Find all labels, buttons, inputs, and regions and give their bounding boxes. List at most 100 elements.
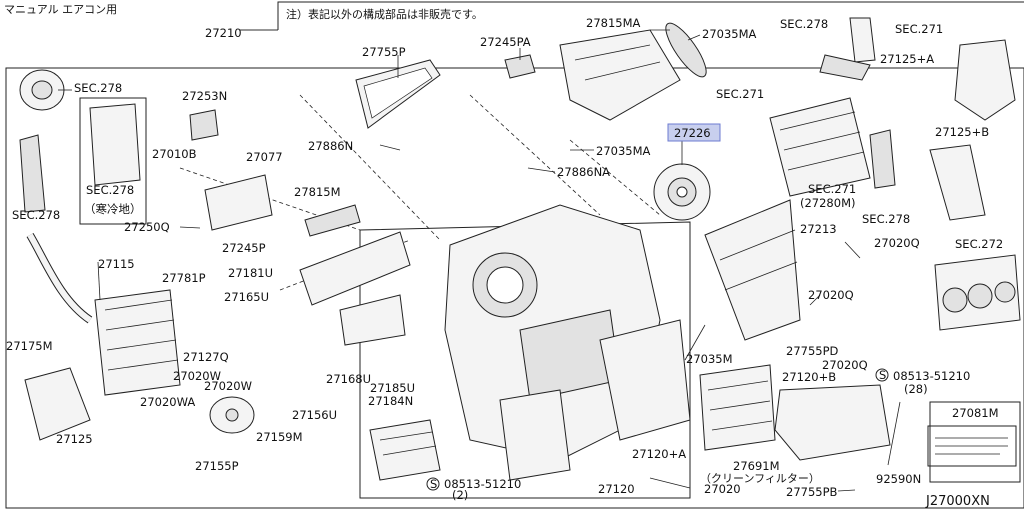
label-08513-bottom-sub: (2) — [452, 488, 468, 502]
bracket-27125 — [24, 367, 91, 441]
duct-sec278-top — [819, 17, 876, 81]
label-27125B: 27125+B — [935, 125, 989, 139]
highlight-27226 — [667, 123, 721, 142]
label-27165U: 27165U — [224, 290, 269, 304]
label-27010B: 27010B — [152, 147, 197, 161]
label-27020Q-b: 27020Q — [808, 288, 854, 302]
label-27155P: 27155P — [195, 459, 239, 473]
label-sec278-left: SEC.278 — [74, 81, 122, 95]
label-sec278-top: SEC.278 — [780, 17, 828, 31]
filter-holder-27245PA — [504, 54, 536, 79]
label-27115: 27115 — [98, 257, 135, 271]
label-27020W-b: 27020W — [204, 379, 252, 393]
label-sec278-right: SEC.278 — [862, 212, 910, 226]
label-27020: 27020 — [704, 482, 741, 496]
case-27120A — [599, 319, 691, 441]
motor-27155P — [209, 396, 255, 434]
pipe-sec278-left — [19, 134, 46, 213]
filter-sec271 — [769, 97, 871, 197]
cover-27125B — [929, 144, 986, 221]
svg-text:S: S — [430, 477, 437, 491]
case-27245P — [204, 174, 273, 231]
label-27125: 27125 — [56, 432, 93, 446]
label-27250Q: 27250Q — [124, 220, 170, 234]
duct-27815MA — [559, 29, 681, 121]
page-label: マニュアル エアコン用 — [4, 3, 117, 16]
seal-27035MA — [665, 22, 707, 78]
duct-27181U — [299, 231, 411, 306]
label-27184N: 27184N — [368, 394, 413, 408]
label-27213: 27213 — [800, 222, 837, 236]
label-27125A: 27125+A — [880, 52, 934, 66]
grommet-sec278 — [19, 69, 65, 111]
label-sec271-low-sub: (27280M) — [800, 196, 855, 210]
label-27755PB: 27755PB — [786, 485, 838, 499]
label-sec278-box-sub: （寒冷地） — [84, 202, 142, 216]
heater-unit-27120 — [444, 204, 661, 481]
label-27815M: 27815M — [294, 185, 341, 199]
label-27781P: 27781P — [162, 271, 206, 285]
label-27035MA-mid: 27035MA — [596, 144, 651, 158]
evaporator-cover-27213 — [704, 199, 801, 341]
top-frame — [277, 1, 1024, 30]
blower-motor-27226 — [653, 163, 711, 221]
label-27020Q-c: 27020Q — [822, 358, 868, 372]
label-27181U: 27181U — [228, 266, 273, 280]
actuator-27253N — [189, 109, 219, 141]
label-sec278-leftlow: SEC.278 — [12, 208, 60, 222]
label-08513-bottom: 08513-51210 — [444, 477, 521, 491]
label-box — [929, 401, 1021, 483]
label-27156U: 27156U — [292, 408, 337, 422]
label-27020WA: 27020WA — [140, 395, 195, 409]
label-08513-right: 08513-51210 — [893, 369, 970, 383]
label-92590N: 92590N — [876, 472, 921, 486]
sec278-coldclimate-box — [79, 97, 147, 225]
label-27886N: 27886N — [308, 139, 353, 153]
insulator-sec278-box — [89, 103, 141, 186]
label-27245PA: 27245PA — [480, 35, 531, 49]
bracket-sec278-right — [869, 129, 896, 189]
label-27185U: 27185U — [370, 381, 415, 395]
duct-27755P — [355, 59, 441, 129]
label-27815MA: 27815MA — [586, 16, 641, 30]
case-27125A — [954, 39, 1016, 121]
control-panel-sec272 — [934, 254, 1021, 331]
label-27168U: 27168U — [326, 372, 371, 386]
label-27127Q: 27127Q — [183, 350, 229, 364]
svg-text:S: S — [879, 368, 886, 382]
label-27077: 27077 — [246, 150, 283, 164]
label-27120A: 27120+A — [632, 447, 686, 461]
label-sec271-mid: SEC.271 — [716, 87, 764, 101]
label-27081M: 27081M — [952, 406, 999, 420]
label-08513-right-sub: (28) — [904, 382, 928, 396]
label-27226: 27226 — [674, 126, 711, 140]
label-sec271-low: SEC.271 — [808, 182, 856, 196]
bolt-symbol-right — [875, 368, 889, 382]
label-27081M — [927, 425, 1017, 467]
label-27120: 27120 — [598, 482, 635, 496]
door-27168U — [339, 294, 406, 346]
label-27020Q-a: 27020Q — [874, 236, 920, 250]
filter-27184N — [369, 419, 441, 481]
tray-27120B — [774, 384, 891, 461]
label-27253N: 27253N — [182, 89, 227, 103]
heater-core-27115 — [94, 289, 181, 396]
diagram-code: J27000XN — [925, 494, 990, 509]
label-27159M: 27159M — [256, 430, 303, 444]
label-27886NA: 27886NA — [557, 165, 610, 179]
label-sec278-box: SEC.278 — [86, 183, 134, 197]
pipes-27175M — [26, 232, 93, 324]
label-27755PD: 27755PD — [786, 344, 839, 358]
label-27245P: 27245P — [222, 241, 266, 255]
label-27755P: 27755P — [362, 45, 406, 59]
label-sec271-topright: SEC.271 — [895, 22, 943, 36]
label-27020W-a: 27020W — [173, 369, 221, 383]
duct-27815M — [304, 204, 361, 237]
note-text: 注）表記以外の構成部品は非販売です。 — [286, 7, 483, 21]
label-sec272: SEC.272 — [955, 237, 1003, 251]
label-27175M: 27175M — [6, 339, 53, 353]
label-27035MA-top: 27035MA — [702, 27, 757, 41]
label-27035M: 27035M — [686, 352, 733, 366]
